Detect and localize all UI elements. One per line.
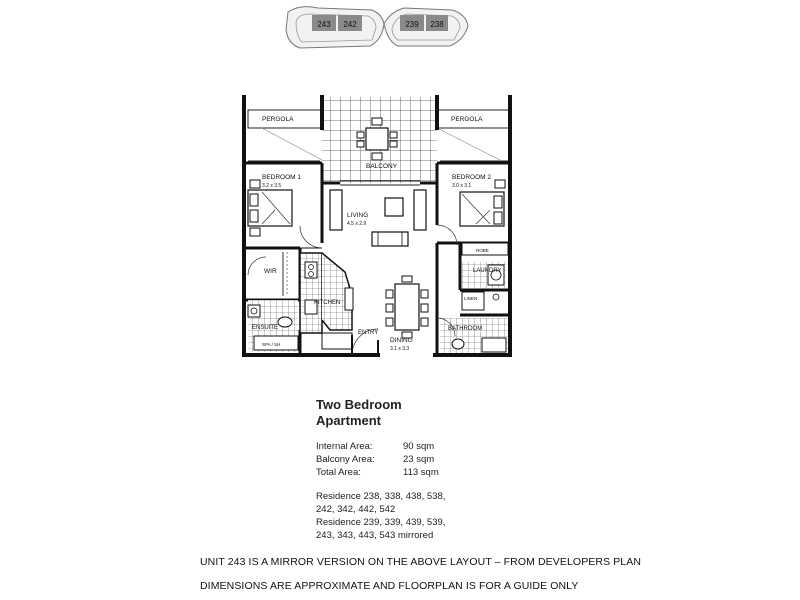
label-dining-dims: 3.1 x 3.3	[390, 346, 409, 352]
residence-line: Residence 238, 338, 438, 538,	[316, 491, 446, 502]
label-wir: WIR	[264, 268, 277, 275]
key-unit-238	[426, 15, 448, 31]
key-unit-242	[338, 15, 362, 31]
disclaimer-note: DIMENSIONS ARE APPROXIMATE AND FLOORPLAN…	[200, 580, 579, 592]
label-pergola-left: PERGOLA	[262, 116, 294, 123]
apartment-plan: PERGOLA PERGOLA BALCONY BEDROOM 1 3.2 x …	[242, 95, 512, 357]
label-bedroom2: BEDROOM 2	[452, 174, 491, 181]
apartment-title: Two Bedroom Apartment	[316, 397, 402, 429]
label-living: LIVING	[347, 212, 368, 219]
label-robe: ROBE	[476, 248, 489, 253]
label-dining: DINING	[390, 337, 413, 344]
label-bathroom: BATHROOM	[448, 326, 482, 332]
title-line2: Apartment	[316, 413, 382, 428]
label-ensuite: ENSUITE	[252, 325, 278, 331]
label-laundry: LAUNDRY	[473, 268, 502, 274]
label-bedroom2-dims: 3.0 x 3.1	[452, 183, 471, 189]
label-balcony: BALCONY	[366, 163, 398, 170]
key-label-243: 243	[317, 20, 331, 29]
area-label-internal: Internal Area:	[316, 441, 373, 452]
label-living-dims: 4.5 x 2.9	[347, 221, 366, 227]
label-linen: LINEN	[464, 296, 477, 301]
label-spa: SPA / SH	[262, 342, 280, 347]
label-entry: ENTRY	[358, 330, 378, 336]
label-bedroom1: BEDROOM 1	[262, 174, 301, 181]
label-pergola-right: PERGOLA	[451, 116, 483, 123]
label-bedroom1-dims: 3.2 x 3.5	[262, 183, 281, 189]
key-unit-239	[400, 15, 424, 31]
area-label-total: Total Area:	[316, 467, 361, 478]
key-label-242: 242	[343, 20, 357, 29]
mirror-note: UNIT 243 IS A MIRROR VERSION ON THE ABOV…	[200, 556, 642, 568]
key-plan: 243 242 239 238	[285, 6, 469, 49]
residence-line: 242, 342, 442, 542	[316, 504, 396, 515]
residence-line: Residence 239, 339, 439, 539,	[316, 517, 446, 528]
title-line1: Two Bedroom	[316, 397, 402, 412]
area-value-total: 113 sqm	[403, 467, 439, 478]
key-label-238: 238	[430, 20, 444, 29]
area-value-internal: 90 sqm	[403, 441, 435, 452]
area-value-balcony: 23 sqm	[403, 454, 435, 465]
label-kitchen: KITCHEN	[314, 300, 340, 306]
residence-line: 243, 343, 443, 543 mirrored	[316, 530, 434, 541]
key-label-239: 239	[405, 20, 419, 29]
key-unit-243	[312, 15, 336, 31]
area-label-balcony: Balcony Area:	[316, 454, 375, 465]
